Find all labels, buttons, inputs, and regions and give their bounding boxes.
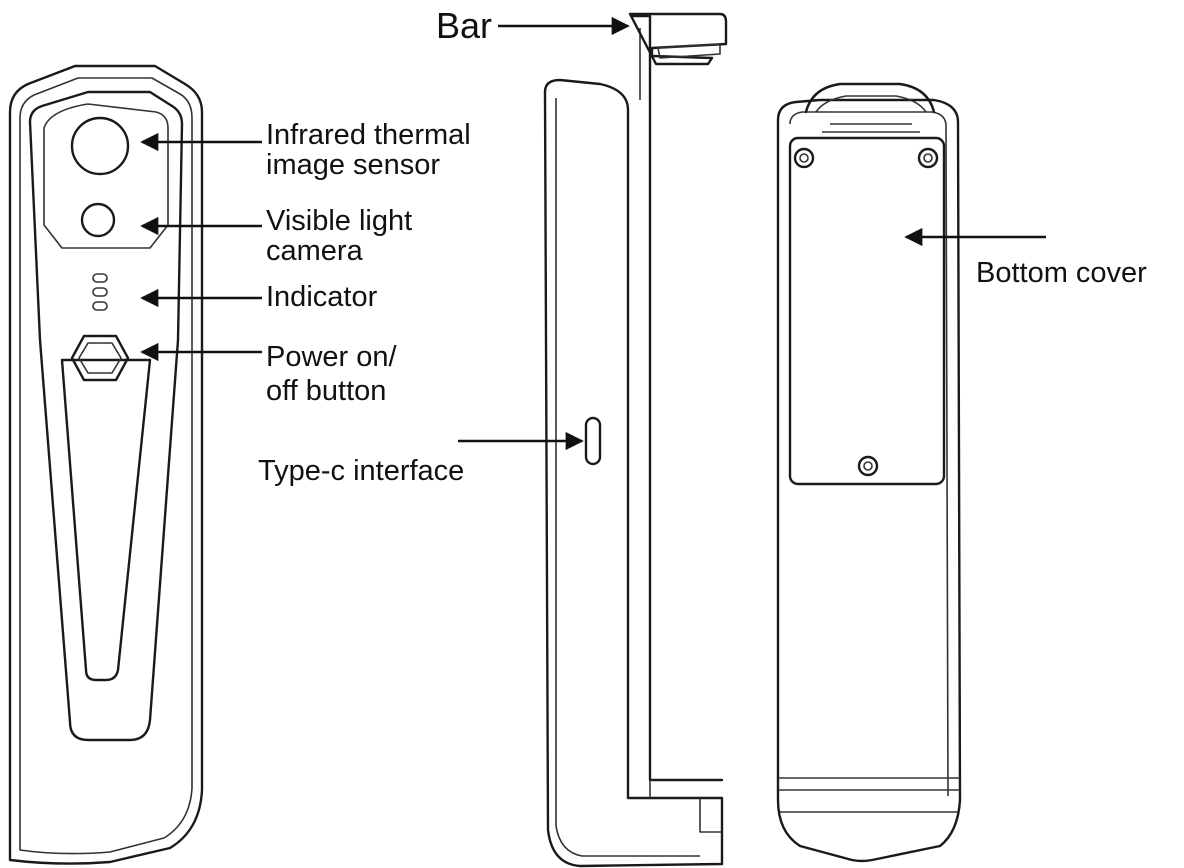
callout-labels: Bar Infrared thermal image sensor Visibl…	[258, 5, 1147, 487]
label-indicator: Indicator	[266, 281, 378, 313]
side-bar-post	[630, 14, 724, 782]
screw-top-left	[793, 147, 815, 169]
label-typec: Type-c interface	[258, 455, 464, 487]
back-view	[776, 82, 962, 863]
side-body-inner	[555, 98, 700, 857]
indicator-led-1	[92, 273, 108, 283]
screw-bottom	[857, 455, 879, 477]
front-body-outer	[8, 64, 204, 865]
indicator-led-3	[92, 301, 108, 311]
label-ir-sensor-line2: image sensor	[266, 149, 440, 181]
visible-camera-lens	[80, 202, 116, 238]
side-body	[543, 78, 724, 868]
front-face-recess	[43, 103, 169, 249]
label-ir-sensor-line1: Infrared thermal	[266, 119, 471, 151]
back-top-cap-ridge	[815, 95, 927, 133]
bar-clamp-pad	[657, 43, 721, 59]
screw-top-left-center	[799, 153, 809, 163]
bar-clamp	[628, 12, 728, 66]
label-power-line2: off button	[266, 375, 386, 407]
callout-arrows	[140, 16, 1046, 451]
bottom-cover-screws	[793, 147, 939, 477]
ir-sensor-lens	[70, 116, 130, 176]
back-body-inner	[789, 111, 949, 797]
front-face-plate	[28, 90, 184, 742]
front-lower-slot	[60, 358, 152, 682]
back-bottom-band	[778, 777, 960, 813]
power-button-inner	[78, 342, 122, 374]
screw-top-right-center	[923, 153, 933, 163]
label-bottom-cover: Bottom cover	[976, 257, 1147, 289]
side-view	[543, 12, 728, 868]
indicator-leds	[92, 273, 108, 311]
screw-bottom-center	[863, 461, 873, 471]
back-body	[776, 98, 962, 863]
front-view	[8, 64, 204, 865]
back-top-cap	[804, 82, 936, 114]
label-power-line1: Power on/	[266, 341, 398, 373]
indicator-led-2	[92, 287, 108, 297]
side-base-step	[649, 780, 722, 833]
label-visible-camera-line1: Visible light	[266, 205, 412, 237]
typec-port	[584, 416, 602, 466]
label-bar: Bar	[436, 5, 492, 46]
label-visible-camera-line2: camera	[266, 235, 364, 267]
front-body-inner	[19, 77, 193, 855]
power-button	[70, 334, 130, 382]
bottom-cover-plate	[788, 136, 946, 486]
screw-top-right	[917, 147, 939, 169]
